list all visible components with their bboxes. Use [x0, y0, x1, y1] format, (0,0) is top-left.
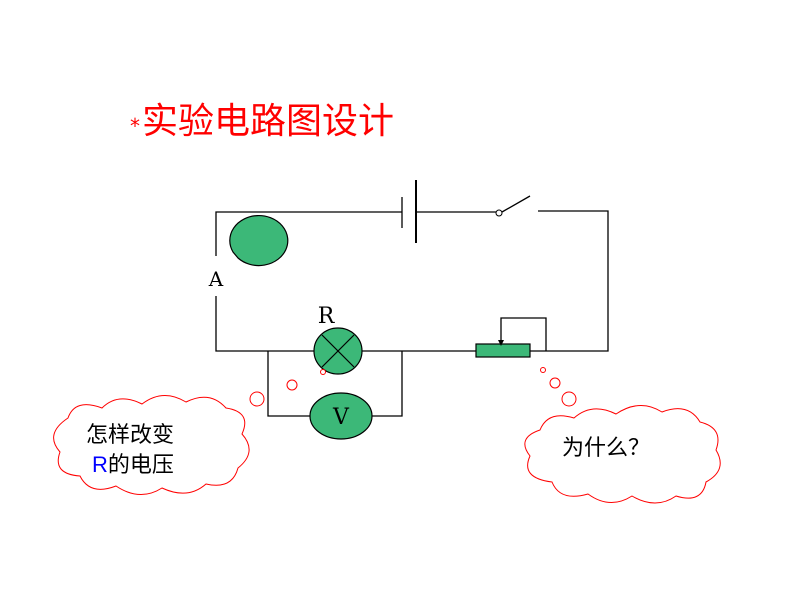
wire-voltmeter-left — [267, 351, 310, 417]
right-bubble-text: 为什么？ — [562, 436, 650, 461]
title-star: * — [130, 114, 140, 138]
right-bubble-dots — [540, 367, 577, 407]
left-bubble-line2: R的电压 — [92, 452, 174, 478]
left-bubble-line1: 怎样改变 — [86, 423, 174, 448]
circuit-wires — [215, 210, 609, 417]
wire-left-bottom — [215, 296, 314, 352]
left-bubble-dots — [249, 369, 326, 407]
right-thought-bubble: 为什么？ — [524, 405, 721, 504]
resistor: R — [313, 304, 363, 375]
title-text: 实验电路图设计 — [142, 101, 395, 142]
rheostat-icon — [475, 340, 531, 358]
battery-icon — [401, 180, 417, 243]
left-bubble-rest: 的电压 — [108, 453, 174, 478]
ammeter-label: A — [208, 267, 224, 291]
voltmeter-label: V — [332, 405, 350, 430]
ammeter: A — [208, 215, 289, 291]
resistor-cross-b — [321, 334, 355, 368]
resistor-label: R — [318, 304, 336, 329]
page-title: *实验电路图设计 — [130, 92, 394, 144]
wire-voltmeter-right — [372, 351, 403, 417]
wire-rheostat-tap — [500, 317, 547, 351]
voltmeter: V — [309, 392, 373, 440]
left-thought-bubble: 怎样改变 R的电压 — [53, 395, 250, 495]
wire-right — [530, 210, 609, 352]
wire-top-left — [215, 211, 402, 256]
switch-icon — [495, 195, 531, 217]
left-bubble-r: R — [92, 452, 108, 477]
